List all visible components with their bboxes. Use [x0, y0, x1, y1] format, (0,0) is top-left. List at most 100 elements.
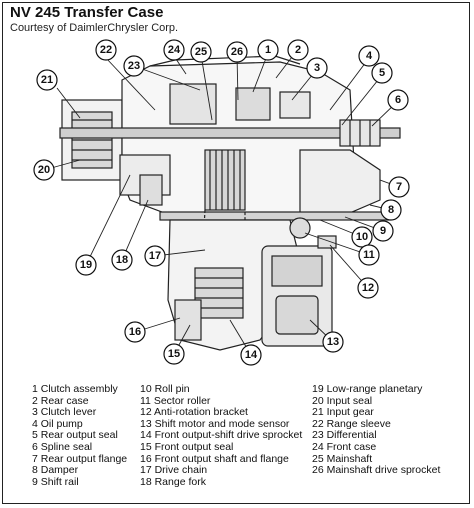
- callout-11: 11: [358, 244, 380, 266]
- legend-item: 24 Front case: [312, 440, 377, 453]
- legend-item: 10 Roll pin: [140, 383, 190, 395]
- svg-text:15: 15: [168, 348, 180, 360]
- callout-25: 25: [190, 41, 212, 63]
- callout-20: 20: [33, 159, 55, 181]
- legend-item: 25 Mainshaft: [312, 452, 373, 465]
- svg-text:22: 22: [100, 44, 112, 56]
- svg-text:20: 20: [38, 164, 50, 176]
- svg-text:12: 12: [362, 282, 374, 294]
- svg-text:6: 6: [395, 94, 401, 106]
- svg-text:26: 26: [231, 46, 243, 58]
- clutch-assembly: [235, 87, 271, 121]
- legend-column-1: 1 Clutch assembly 2 Rear case 3 Clutch l…: [32, 383, 128, 488]
- svg-text:18: 18: [116, 254, 128, 266]
- svg-text:4: 4: [366, 50, 373, 62]
- callout-6: 6: [387, 89, 409, 111]
- legend-item: 20 Input seal: [312, 394, 373, 407]
- callout-4: 4: [358, 45, 380, 67]
- legend-item: 26 Mainshaft drive sprocket: [312, 464, 441, 477]
- legend-item: 22 Range sleeve: [312, 417, 391, 430]
- rear-case: [299, 149, 381, 216]
- shift-rail: [159, 211, 391, 221]
- figure-frame: [2, 2, 470, 504]
- callout-21: 21: [36, 69, 58, 91]
- svg-text:3: 3: [314, 62, 320, 74]
- legend-item: 7 Rear output flange: [32, 452, 128, 465]
- callout-bubbles: 21 22 23 24 25 26 1 2 3 4 5 6 7 8 9 10 1…: [33, 39, 410, 366]
- legend-item: 18 Range fork: [140, 475, 206, 488]
- callout-23: 23: [123, 55, 145, 77]
- legend-item: 19 Low-range planetary: [312, 383, 423, 395]
- legend-item: 9 Shift rail: [32, 475, 79, 488]
- parts-legend: 1 Clutch assembly 2 Rear case 3 Clutch l…: [0, 383, 474, 504]
- callout-3: 3: [306, 57, 328, 79]
- svg-text:23: 23: [128, 60, 140, 72]
- front-output-sprocket: [194, 267, 244, 319]
- figure-credit: Courtesy of DaimlerChrysler Corp.: [10, 22, 179, 34]
- callout-10: 10: [351, 226, 373, 248]
- legend-item: 8 Damper: [32, 464, 79, 477]
- callout-24: 24: [163, 39, 185, 61]
- figure-title: NV 245 Transfer Case: [10, 4, 164, 21]
- mainshaft-drive-sprocket: [204, 149, 246, 211]
- differential: [169, 83, 217, 125]
- callout-8: 8: [380, 199, 402, 221]
- legend-item: 12 Anti-rotation bracket: [140, 406, 248, 419]
- callout-9: 9: [372, 220, 394, 242]
- mainshaft: [59, 127, 401, 139]
- callout-17: 17: [144, 245, 166, 267]
- legend-item: 4 Oil pump: [32, 417, 83, 430]
- svg-text:1: 1: [265, 44, 271, 56]
- svg-text:16: 16: [129, 326, 141, 338]
- svg-text:9: 9: [380, 225, 386, 237]
- case-outline: [59, 55, 401, 351]
- callout-16: 16: [124, 321, 146, 343]
- callout-22: 22: [95, 39, 117, 61]
- legend-item: 3 Clutch lever: [32, 406, 97, 419]
- legend-item: 16 Front output shaft and flange: [140, 452, 289, 465]
- svg-text:14: 14: [245, 349, 258, 361]
- legend-item: 11 Sector roller: [140, 394, 211, 407]
- front-output-flange: [174, 299, 202, 341]
- range-fork: [139, 174, 163, 206]
- svg-text:11: 11: [363, 249, 375, 261]
- svg-text:7: 7: [396, 181, 402, 193]
- anti-rotation-bracket: [317, 235, 337, 249]
- legend-item: 2 Rear case: [32, 394, 89, 407]
- callout-18: 18: [111, 249, 133, 271]
- svg-text:21: 21: [41, 74, 53, 86]
- svg-text:13: 13: [327, 336, 339, 348]
- callout-2: 2: [287, 39, 309, 61]
- legend-item: 14 Front output-shift drive sprocket: [140, 429, 303, 442]
- callout-5: 5: [371, 62, 393, 84]
- callout-1: 1: [257, 39, 279, 61]
- svg-text:8: 8: [388, 204, 394, 216]
- callout-26: 26: [226, 41, 248, 63]
- legend-item: 5 Rear output seal: [32, 429, 118, 442]
- transfer-case-drawing: 21 22 23 24 25 26 1 2 3 4 5 6 7 8 9 10 1…: [33, 39, 410, 366]
- svg-text:2: 2: [295, 44, 301, 56]
- callout-7: 7: [388, 176, 410, 198]
- callout-15: 15: [163, 343, 185, 365]
- svg-text:24: 24: [168, 44, 181, 56]
- legend-column-3: 19 Low-range planetary 20 Input seal 21 …: [312, 383, 441, 477]
- callout-14: 14: [240, 344, 262, 366]
- legend-item: 17 Drive chain: [140, 464, 208, 477]
- svg-text:5: 5: [379, 67, 385, 79]
- callout-12: 12: [357, 277, 379, 299]
- svg-text:19: 19: [80, 259, 92, 271]
- svg-text:10: 10: [356, 231, 368, 243]
- callout-19: 19: [75, 254, 97, 276]
- legend-item: 1 Clutch assembly: [32, 383, 118, 395]
- legend-item: 15 Front output seal: [140, 440, 234, 453]
- legend-item: 6 Spline seal: [32, 440, 93, 453]
- legend-item: 23 Differential: [312, 429, 377, 442]
- svg-text:17: 17: [149, 250, 161, 262]
- callout-13: 13: [322, 331, 344, 353]
- legend-item: 21 Input gear: [312, 406, 374, 419]
- sector-roller: [289, 217, 311, 239]
- legend-column-2: 10 Roll pin 11 Sector roller 12 Anti-rot…: [140, 383, 303, 488]
- svg-text:25: 25: [195, 46, 207, 58]
- legend-item: 13 Shift motor and mode sensor: [140, 417, 290, 430]
